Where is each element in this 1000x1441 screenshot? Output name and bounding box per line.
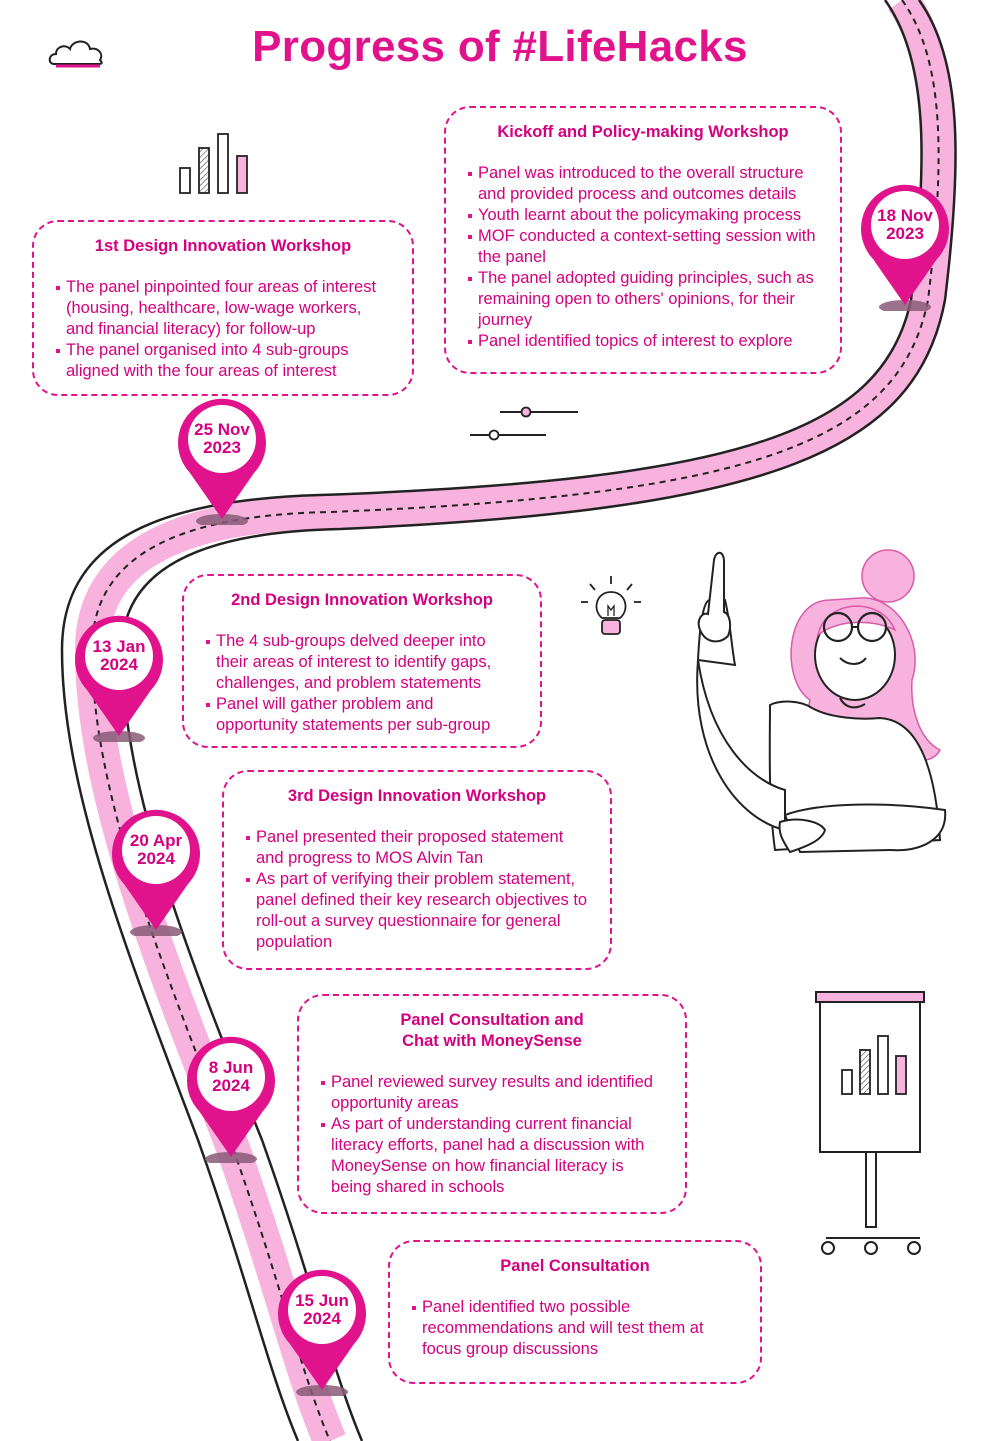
bullet: Panel reviewed survey results and identi… [321,1072,663,1114]
milestone-title: Panel Consultation and Chat with MoneySe… [400,1011,584,1050]
bullet: The panel adopted guiding principles, su… [468,268,818,331]
date-pin-8-jun-2024: 8 Jun 2024 [185,1033,277,1163]
bullet: Panel was introduced to the overall stru… [468,163,818,205]
bullet: Panel will gather problem and opportunit… [206,694,518,736]
bullet: Panel identified topics of interest to e… [468,331,818,352]
milestone-card-moneysense: Panel Consultation and Chat with MoneySe… [297,994,687,1214]
milestone-bullets: Panel presented their proposed statement… [246,827,588,953]
pin-date: 15 Jun 2024 [295,1291,349,1328]
milestone-card-panel-consultation: Panel Consultation Panel identified two … [388,1240,762,1384]
bullet: The panel organised into 4 sub-groups al… [56,340,390,382]
bullet: MOF conducted a context-setting session … [468,226,818,268]
bullet: The panel pinpointed four areas of inter… [56,277,390,340]
map-pin-icon [187,1036,275,1163]
slider-icon [470,406,578,441]
map-pin-icon [112,809,200,936]
pin-date: 20 Apr 2024 [129,831,183,868]
date-pin-15-jun-2024: 15 Jun 2024 [276,1266,368,1396]
pin-date: 18 Nov 2023 [877,206,933,243]
milestone-title: 2nd Design Innovation Workshop [231,591,493,609]
date-pin-25-nov-2023: 25 Nov 2023 [176,395,268,525]
milestone-bullets: The panel pinpointed four areas of inter… [56,277,390,382]
bullet: Panel presented their proposed statement… [246,827,588,869]
map-pin-icon [278,1269,366,1396]
lightbulb-icon [581,576,641,635]
woman-pointing-illustration [696,549,947,854]
milestone-title: 3rd Design Innovation Workshop [287,787,547,805]
milestone-title: 1st Design Innovation Workshop [94,237,352,255]
milestone-bullets: Panel was introduced to the overall stru… [468,163,818,352]
milestone-bullets: The 4 sub-groups delved deeper into thei… [206,631,518,736]
milestone-bullets: Panel identified two possible recommenda… [412,1297,738,1360]
milestone-title: Kickoff and Policy-making Workshop [497,123,789,141]
bullet: The 4 sub-groups delved deeper into thei… [206,631,518,694]
date-pin-20-apr-2024: 20 Apr 2024 [110,806,202,936]
pin-date: 25 Nov 2023 [194,420,250,457]
map-pin-icon [861,184,949,311]
map-pin-icon [75,615,163,742]
date-pin-13-jan-2024: 13 Jan 2024 [73,612,165,742]
milestone-bullets: Panel reviewed survey results and identi… [321,1072,663,1198]
page-title: Progress of #LifeHacks [252,22,748,71]
bullet: Youth learnt about the policymaking proc… [468,205,818,226]
milestone-title: Panel Consultation [500,1257,650,1275]
bar-chart-icon [179,133,248,194]
flipchart-icon [815,991,925,1255]
milestone-card-3rd-workshop: 3rd Design Innovation Workshop Panel pre… [222,770,612,970]
pin-date: 13 Jan 2024 [92,637,146,674]
bullet: As part of understanding current financi… [321,1114,663,1198]
bullet: As part of verifying their problem state… [246,869,588,953]
milestone-card-2nd-workshop: 2nd Design Innovation Workshop The 4 sub… [182,574,542,748]
cloud-icon [48,40,103,68]
date-pin-18-nov-2023: 18 Nov 2023 [859,181,951,311]
milestone-card-1st-workshop: 1st Design Innovation Workshop The panel… [32,220,414,396]
map-pin-icon [178,398,266,525]
bullet: Panel identified two possible recommenda… [412,1297,738,1360]
pin-date: 8 Jun 2024 [208,1058,254,1095]
milestone-card-kickoff: Kickoff and Policy-making Workshop Panel… [444,106,842,374]
